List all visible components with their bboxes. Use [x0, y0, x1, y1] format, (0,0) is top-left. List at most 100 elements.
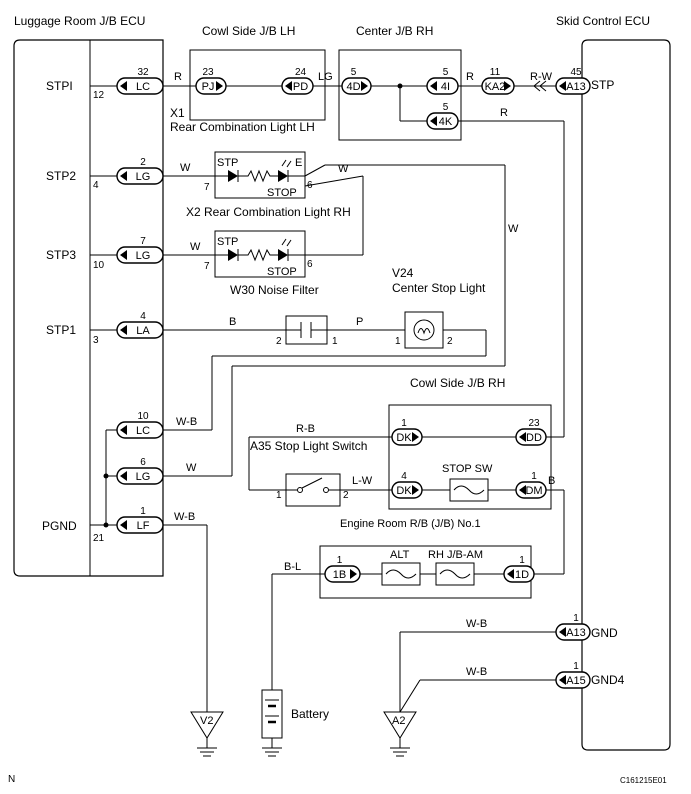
connector-label: LG: [136, 471, 151, 483]
connector-arrow-icon: [350, 569, 357, 579]
ground-v2-icon: V2: [190, 711, 224, 757]
svg-text:STOP: STOP: [267, 187, 297, 199]
connector-pin-number: 4: [401, 471, 407, 482]
connector-label: LA: [136, 325, 150, 337]
footer-left: N: [8, 774, 15, 785]
connector-dm: DM1: [515, 471, 547, 499]
svg-text:1: 1: [395, 336, 401, 347]
svg-text:1: 1: [276, 490, 282, 501]
connector-label: DD: [526, 432, 542, 444]
pin-gnd4: GND4: [591, 673, 625, 687]
wire-color-label: W-B: [466, 618, 487, 630]
connector-pin-number: 24: [295, 67, 307, 78]
connector-pin-number: 23: [202, 67, 214, 78]
connector-b1d: 1D1: [503, 555, 535, 583]
connector-pin-number: 1: [337, 555, 343, 566]
cowl-rh-title: Cowl Side J/B RH: [410, 376, 505, 390]
connector-arrow-icon: [519, 432, 526, 442]
connector-arrow-icon: [361, 81, 368, 91]
wire-color-label: W: [190, 241, 201, 253]
connector-arrow-icon: [412, 485, 419, 495]
connector-pin-number: 6: [140, 457, 146, 468]
rh-jb-am-label: RH J/B-AM: [428, 549, 483, 561]
connector-label: DK: [396, 432, 412, 444]
luggage-ecu-title: Luggage Room J/B ECU: [14, 14, 145, 28]
svg-text:V2: V2: [200, 715, 213, 727]
connector-arrow-icon: [430, 116, 437, 126]
wire-color-label: W: [338, 163, 349, 175]
wire-color-label: LG: [318, 71, 333, 83]
pin-stpi-no: 12: [93, 90, 105, 101]
a35-name: A35 Stop Light Switch: [250, 439, 367, 453]
footer-code: C161215E01: [620, 776, 667, 785]
svg-text:2: 2: [276, 336, 282, 347]
connector-label: DM: [525, 485, 542, 497]
diode-icon: [228, 170, 238, 182]
connector-pin-number: 2: [140, 157, 146, 168]
rh-jb-am-fuse: RH J/B-AM: [428, 549, 483, 586]
pin-stp3: STP3: [46, 248, 76, 262]
x2-rear-combination-light: STP E STOP 7 6: [204, 151, 313, 199]
connector-label: A15: [566, 675, 586, 687]
led-icon: [278, 170, 288, 182]
connector-arrow-icon: [559, 675, 566, 685]
battery-icon: Battery: [261, 689, 329, 757]
pin-pgnd-no: 21: [93, 533, 105, 544]
double-chevron-icon: [533, 80, 547, 92]
center-stop-light-bulb: 1 2: [395, 311, 453, 349]
pin-stp: STP: [591, 78, 614, 92]
connector-arrow-icon: [120, 171, 127, 181]
connector-label: A13: [566, 81, 586, 93]
pin-stp2: STP2: [46, 169, 76, 183]
connector-pin-number: 1: [573, 613, 579, 624]
cowl-lh-box: [189, 49, 326, 121]
connector-c4i: 4I5: [426, 67, 459, 95]
ground-a2-icon: A2: [383, 711, 417, 757]
wire-color-label: W-B: [466, 666, 487, 678]
connector-label: LG: [136, 171, 151, 183]
connector-pin-number: 32: [137, 67, 149, 78]
connector-lg3: LG 6: [116, 457, 164, 485]
capacitor-noise-filter: 2 1: [276, 315, 338, 347]
alt-fuse: ALT: [381, 549, 421, 586]
connector-pin-number: 10: [137, 411, 149, 422]
connector-b1b: 1B1: [324, 555, 361, 583]
connector-label: 4D: [346, 81, 360, 93]
connector-c4d: 4D5: [341, 67, 372, 95]
svg-text:A2: A2: [392, 715, 405, 727]
connector-pin-number: 4: [140, 311, 146, 322]
connector-arrow-icon: [285, 81, 292, 91]
connector-pin-number: 7: [140, 236, 146, 247]
v24-name: Center Stop Light: [392, 281, 486, 295]
connector-pin-number: 1: [140, 506, 146, 517]
connector-pin-number: 23: [528, 418, 540, 429]
w30-noise-filter-lamp: STP STOP 7 6: [204, 230, 313, 278]
svg-text:STP: STP: [217, 236, 238, 248]
center-jb-box: [338, 49, 462, 141]
svg-text:7: 7: [204, 182, 210, 193]
wire-color-label: L-W: [352, 475, 373, 487]
connector-label: PJ: [202, 81, 215, 93]
connector-arrow-icon: [120, 425, 127, 435]
pin-stp2-no: 4: [93, 180, 99, 191]
x2-name: X2 Rear Combination Light RH: [186, 205, 351, 219]
connector-label: A13: [566, 627, 586, 639]
connector-label: 4I: [441, 81, 450, 93]
wire-color-label: R-W: [530, 71, 553, 83]
connector-pin-number: 5: [443, 102, 449, 113]
svg-text:1: 1: [332, 336, 338, 347]
diode-icon: [228, 249, 238, 261]
connector-pills: LC32LG2LG7LA4LC10LG6LF1PJ23PD244D54I54K5…: [116, 67, 591, 689]
cowl-lh-title: Cowl Side J/B LH: [202, 24, 295, 38]
alt-label: ALT: [390, 549, 410, 561]
connector-label: 4K: [439, 116, 453, 128]
connector-pj: PJ 23: [195, 67, 227, 95]
engine-rb-box: [388, 404, 552, 510]
v24-code: V24: [392, 266, 414, 280]
junction-dot: [103, 522, 109, 528]
wire-color-label: R: [500, 107, 508, 119]
pin-stp1-no: 3: [93, 335, 99, 346]
